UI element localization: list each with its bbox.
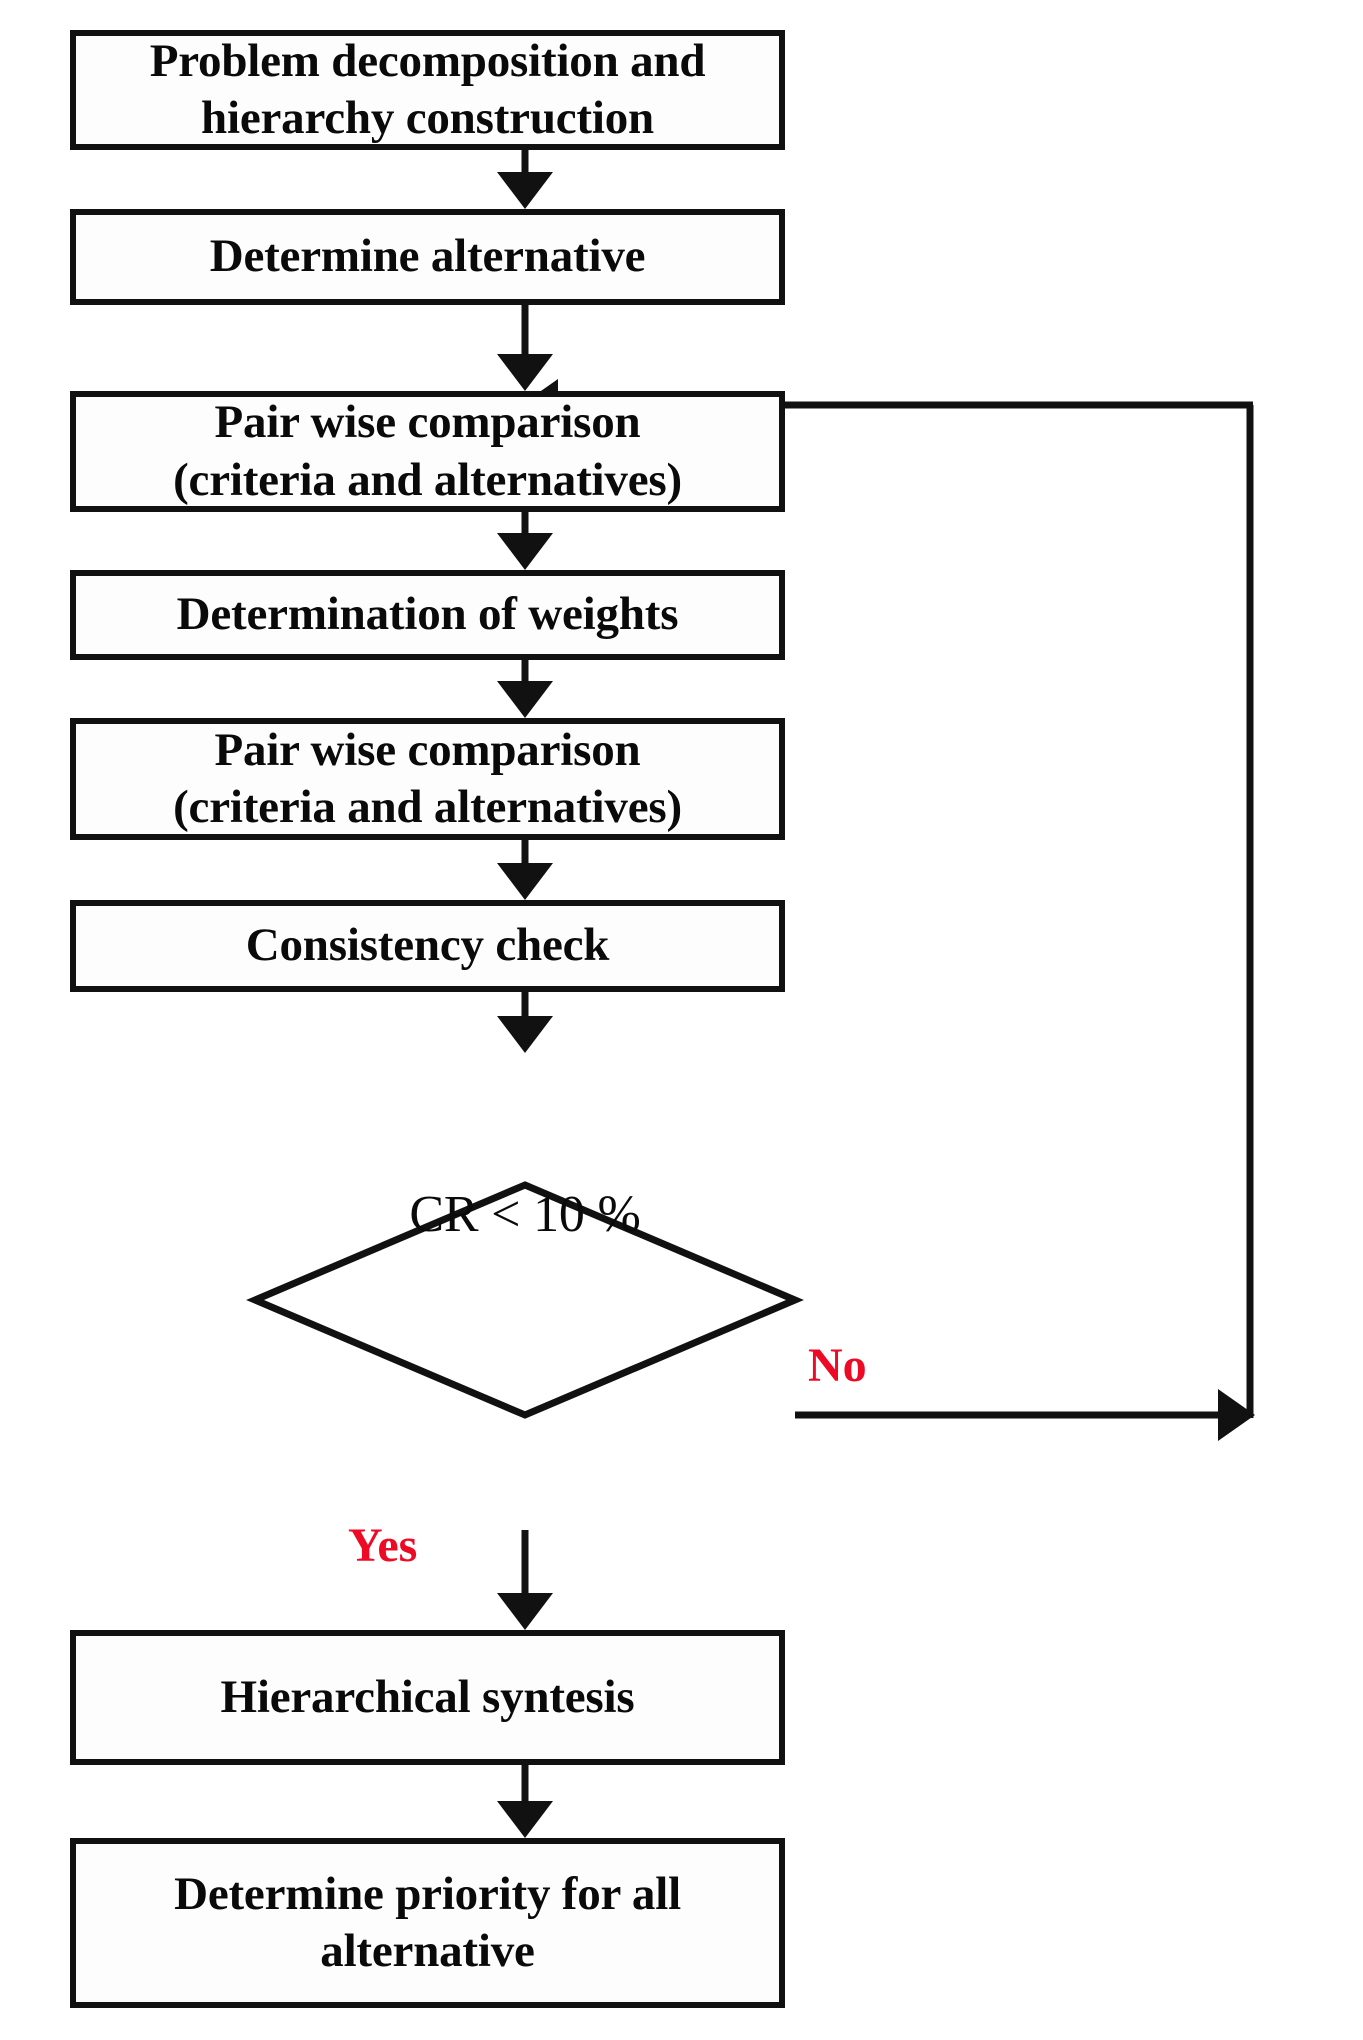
node-label-pairwise-comparison-1: Pair wise comparison (criteria and alter…: [173, 396, 682, 506]
connector-problem-to-determine-alternative: [497, 150, 553, 209]
node-label-pairwise-comparison-2: Pair wise comparison (criteria and alter…: [173, 723, 682, 833]
node-problem-decomposition[interactable]: Problem decomposition and hierarchy cons…: [70, 30, 785, 150]
node-label-determine-priority: Determine priority for all alternative: [174, 1867, 681, 1977]
connector-weights-to-pairwise-2: [497, 660, 553, 718]
node-consistency-check[interactable]: Consistency check: [70, 900, 785, 992]
node-label-determination-of-weights: Determination of weights: [176, 588, 679, 641]
decision-diamond-shape: [246, 1181, 804, 1419]
node-label-determine-alternative: Determine alternative: [209, 230, 646, 283]
node-hierarchical-syntesis[interactable]: Hierarchical syntesis: [70, 1630, 785, 1765]
node-determination-of-weights[interactable]: Determination of weights: [70, 570, 785, 660]
connector-pairwise-2-to-consistency: [497, 840, 553, 900]
connector-determine-alternative-to-pairwise-1: [497, 305, 553, 391]
connector-hierarchical-to-priority: [497, 1765, 553, 1838]
node-determine-priority[interactable]: Determine priority for all alternative: [70, 1838, 785, 2008]
node-label-consistency-check: Consistency check: [245, 919, 610, 972]
node-label-problem-decomposition: Problem decomposition and hierarchy cons…: [149, 34, 706, 144]
branch-label-yes: Yes: [348, 1519, 418, 1572]
node-pairwise-comparison-2[interactable]: Pair wise comparison (criteria and alter…: [70, 718, 785, 840]
node-label-cr-decision: CR < 10 %: [409, 1186, 641, 1244]
node-cr-decision[interactable]: CR < 10 %: [255, 1185, 795, 1245]
node-label-hierarchical-syntesis: Hierarchical syntesis: [220, 1670, 635, 1723]
node-pairwise-comparison-1[interactable]: Pair wise comparison (criteria and alter…: [70, 391, 785, 512]
branch-label-no: No: [808, 1339, 867, 1392]
connector-consistency-to-decision: [497, 992, 553, 1053]
node-determine-alternative[interactable]: Determine alternative: [70, 209, 785, 305]
connector-pairwise-1-to-weights: [497, 512, 553, 570]
connector-decision-yes-to-hierarchical: [497, 1530, 553, 1630]
